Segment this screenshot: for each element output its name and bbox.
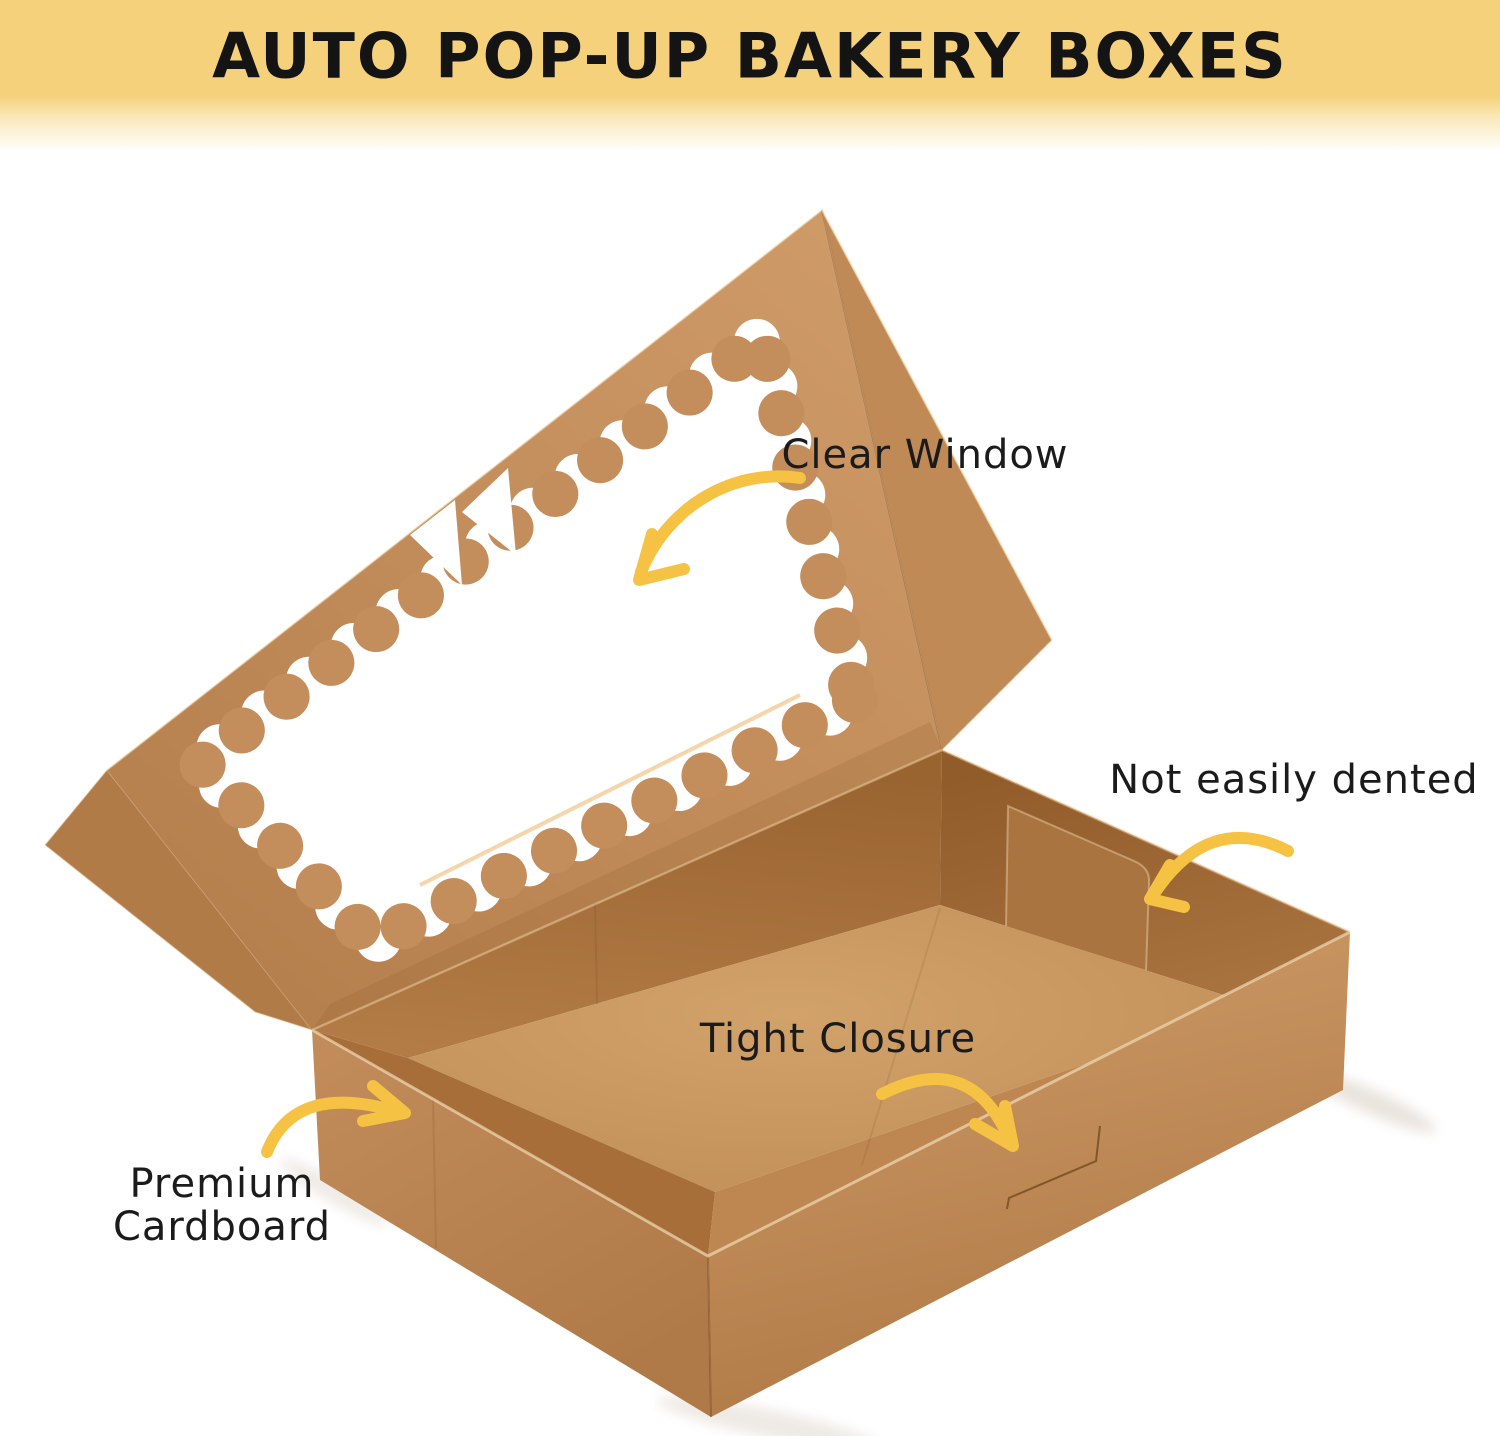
window-film-reflection — [419, 693, 801, 887]
interior-back-left-wall — [312, 750, 942, 1058]
premium-cardboard-arrow — [261, 1096, 408, 1158]
exterior-front-right-wall — [708, 932, 1350, 1417]
not-easily-dented-label: Not easily dented — [1109, 757, 1479, 803]
box-tray — [311, 748, 1351, 1418]
closure-slot — [1006, 1125, 1101, 1210]
not-easily-dented-arrowhead — [1144, 859, 1190, 913]
tight-closure-arrowhead — [969, 1100, 1019, 1152]
box-lid — [43, 208, 1053, 1032]
lid-hinge-band — [312, 722, 942, 1030]
premium-cardboard-label: Premium Cardboard — [113, 1163, 331, 1249]
crease-near-corner — [707, 1255, 712, 1418]
lid-tear-notch — [410, 500, 462, 585]
tight-closure-arrow — [876, 1073, 1017, 1149]
lid-fold-line — [821, 209, 943, 751]
crease-back-left-wall — [594, 903, 598, 1005]
premium-cardboard-arrowhead — [357, 1080, 411, 1127]
clear-window — [200, 338, 855, 942]
rim-front-cut-edge — [311, 930, 1351, 1258]
title-banner: AUTO POP-UP BAKERY BOXES — [0, 0, 1500, 152]
lid-cut-edges — [106, 208, 1053, 771]
banner-title: AUTO POP-UP BAKERY BOXES — [212, 19, 1288, 93]
crease-front-left-wall — [432, 1098, 437, 1249]
clear-window-arrowhead — [633, 528, 690, 586]
popup-flap — [1004, 804, 1151, 973]
tray-floor — [408, 905, 1255, 1192]
callout-arrows — [261, 470, 1294, 1158]
exterior-front-left-wall — [312, 1030, 711, 1417]
premium-cardboard-line1: Premium — [129, 1161, 315, 1207]
rim-back-cut-edge — [311, 748, 1351, 1032]
crease-floor — [861, 907, 941, 1166]
window-scallop-kraft — [165, 298, 882, 971]
tight-closure-label: Tight Closure — [699, 1016, 977, 1062]
clear-window-label: Clear Window — [781, 432, 1069, 478]
premium-cardboard-line2: Cardboard — [112, 1204, 332, 1250]
lid-tear-notch2 — [462, 468, 516, 555]
